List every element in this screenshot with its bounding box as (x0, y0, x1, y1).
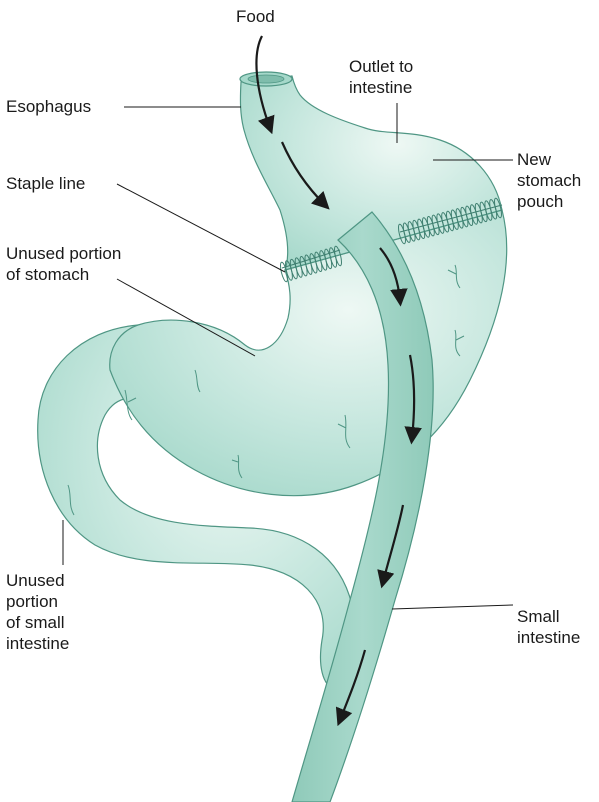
label-outlet-line: Outlet to (349, 56, 413, 77)
label-unused-small-line: portion (6, 591, 69, 612)
label-new-pouch-line: stomach (517, 170, 581, 191)
label-esophagus-text: Esophagus (6, 96, 91, 117)
label-unused-stomach-line: of stomach (6, 264, 121, 285)
label-new-pouch-line: pouch (517, 191, 581, 212)
label-unused-small-line: Unused (6, 570, 69, 591)
label-food-text: Food (236, 6, 275, 27)
label-unused-small-line: of small (6, 612, 69, 633)
label-outlet-line: intestine (349, 77, 413, 98)
label-staple-line-text: Staple line (6, 173, 85, 194)
label-unused-small-line: intestine (6, 633, 69, 654)
label-small-intestine-line: intestine (517, 627, 580, 648)
label-new-pouch-line: New (517, 149, 581, 170)
label-unused-stomach-line: Unused portion (6, 243, 121, 264)
label-outlet: Outlet to intestine (349, 56, 413, 98)
label-new-stomach-pouch: New stomach pouch (517, 149, 581, 212)
label-small-intestine: Small intestine (517, 606, 580, 648)
label-food: Food (236, 6, 275, 27)
label-staple-line: Staple line (6, 173, 85, 194)
label-unused-stomach: Unused portion of stomach (6, 243, 121, 285)
label-esophagus: Esophagus (6, 96, 91, 117)
label-unused-small-intestine: Unused portion of small intestine (6, 570, 69, 654)
label-small-intestine-line: Small (517, 606, 580, 627)
